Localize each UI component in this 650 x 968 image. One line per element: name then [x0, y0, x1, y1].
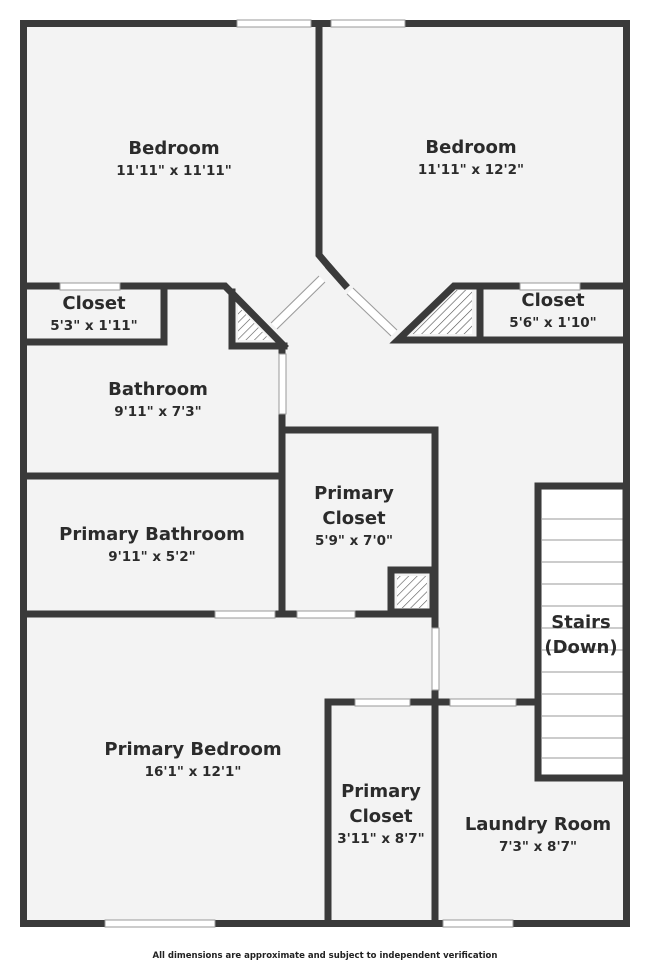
closet-left-name: Closet: [62, 293, 126, 314]
bedroom-right-diagonal-wall: [325, 263, 350, 290]
primary-closet-upper-name-line1: Primary: [314, 483, 394, 504]
door-primary-closet-upper: [296, 610, 356, 619]
bathroom-name: Bathroom: [108, 379, 208, 400]
primary-closet-shelf-box: [387, 566, 437, 616]
bedroom-right-name: Bedroom: [425, 137, 516, 158]
primary-bathroom-name: Primary Bathroom: [59, 524, 245, 545]
primary-bathroom-dims: 9'11" x 5'2": [108, 549, 195, 565]
window-bottom-left: [104, 919, 216, 928]
bathroom-corner-wall: [228, 288, 288, 350]
primary-bedroom-dims: 16'1" x 12'1": [145, 764, 242, 780]
door-bedroom-left: [271, 276, 325, 329]
bedroom-left-dims: 11'11" x 11'11": [116, 163, 232, 179]
window-top-right: [330, 19, 406, 28]
primary-closet-upper-wall: [278, 426, 439, 632]
primary-closet-lower-dims: 3'11" x 8'7": [337, 831, 424, 847]
shaft-hatch-closet: [397, 576, 427, 608]
door-bedroom-right: [347, 288, 397, 336]
primary-closet-upper-name-line2: Closet: [322, 508, 386, 529]
bedroom-left-name: Bedroom: [128, 138, 219, 159]
bathroom-dims: 9'11" x 7'3": [114, 404, 201, 420]
stairs-name-line2: (Down): [544, 637, 617, 658]
door-laundry: [449, 698, 517, 707]
closet-right-dims: 5'6" x 1'10": [509, 315, 596, 331]
angled-doors: [271, 276, 397, 336]
window-bottom-right: [442, 919, 514, 928]
primary-closet-lower-name-line1: Primary: [341, 781, 421, 802]
openings: [59, 19, 581, 928]
bedroom-divider-wall: [315, 20, 335, 273]
closet-left-dims: 5'3" x 1'11": [50, 318, 137, 334]
door-primary-bathroom: [214, 610, 276, 619]
primary-bedroom-name: Primary Bedroom: [104, 739, 281, 760]
bedroom-right-dims: 11'11" x 12'2": [418, 162, 524, 178]
shaft-hatch-left: [238, 306, 270, 340]
laundry-room-dims: 7'3" x 8'7": [499, 839, 577, 855]
primary-closet-lower-name-line2: Closet: [349, 806, 413, 827]
stair-treads: [542, 518, 623, 759]
laundry-room-name: Laundry Room: [465, 814, 611, 835]
door-bathroom: [278, 353, 287, 415]
stairs-name-line1: Stairs: [551, 612, 610, 633]
closet-left-wall: [20, 282, 168, 346]
door-closet-right: [519, 282, 581, 291]
stairs-area: [542, 490, 623, 775]
door-primary-bedroom: [431, 627, 440, 691]
primary-closet-upper-dims: 5'9" x 7'0": [315, 533, 393, 549]
window-top-left: [236, 19, 312, 28]
door-closet-left: [59, 282, 121, 291]
door-primary-closet-lower: [354, 698, 411, 707]
disclaimer-text: All dimensions are approximate and subje…: [152, 951, 498, 961]
room-labels: Bedroom 11'11" x 11'11" Bedroom 11'11" x…: [50, 137, 617, 855]
shaft-hatch-right: [412, 290, 472, 334]
closet-right-name: Closet: [521, 290, 585, 311]
